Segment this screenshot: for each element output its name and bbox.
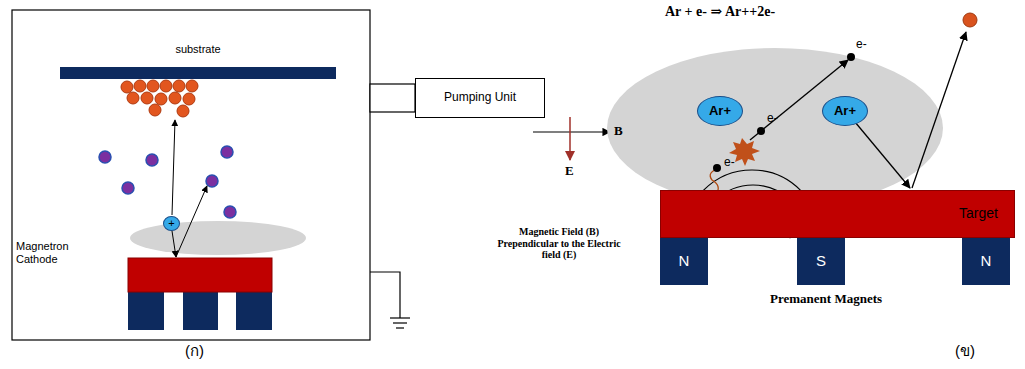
- node-text: N: [981, 253, 992, 270]
- node-text: Ar+: [709, 104, 731, 118]
- node-text: N: [679, 253, 690, 270]
- vacuum-chamber: [12, 10, 370, 340]
- node-text: +: [168, 217, 174, 229]
- panel-label: (ข): [955, 342, 975, 359]
- sputter-target: Target: [660, 190, 1015, 238]
- part-label: Premanent Magnets: [770, 292, 882, 307]
- node-text: Target: [959, 206, 998, 221]
- electron-label: e-: [856, 38, 867, 52]
- ground-symbol: [370, 272, 410, 328]
- node-text: S: [816, 253, 826, 270]
- sputtered-atoms: [99, 146, 236, 218]
- part-label: Magnetron Cathode: [16, 240, 96, 265]
- field-note: Magnetic Field (B) Prependicular to the …: [495, 226, 623, 261]
- electron-label: e-: [767, 112, 778, 126]
- field-symbol: E: [565, 164, 574, 179]
- plasma-cloud: [607, 48, 943, 208]
- node-heading: substrate: [175, 43, 220, 55]
- magnet-pole: S: [797, 238, 845, 285]
- reaction-equation: Ar + e- ⇒ Ar++2e-: [665, 4, 775, 20]
- magnetron-cathode: [128, 258, 272, 292]
- argon-ion: Ar+: [697, 96, 743, 126]
- plasma-cloud: [130, 221, 306, 255]
- b-field-arrow: [533, 131, 610, 132]
- deposited-particles: [121, 80, 198, 117]
- pump-port: [370, 84, 415, 112]
- magnet-pole: N: [660, 238, 708, 285]
- trajectory-arrows: [172, 120, 207, 257]
- e-field-arrow: [569, 117, 571, 160]
- trajectory-arrows: [750, 32, 966, 188]
- pump-box: Pumping Unit: [415, 78, 545, 118]
- field-symbol: B: [614, 124, 623, 139]
- electron-label: e-: [724, 156, 735, 170]
- argon-ion: Ar+: [822, 96, 868, 126]
- sputtered-atom: [963, 13, 977, 27]
- node-text: Pumping Unit: [444, 91, 516, 104]
- panel-label: (ก): [185, 342, 204, 359]
- magnet-pole: N: [962, 238, 1010, 285]
- argon-ion: +: [163, 216, 179, 231]
- substrate-bar: substrate: [60, 67, 336, 79]
- node-text: Ar+: [834, 104, 856, 118]
- cathode-magnets: [128, 292, 272, 330]
